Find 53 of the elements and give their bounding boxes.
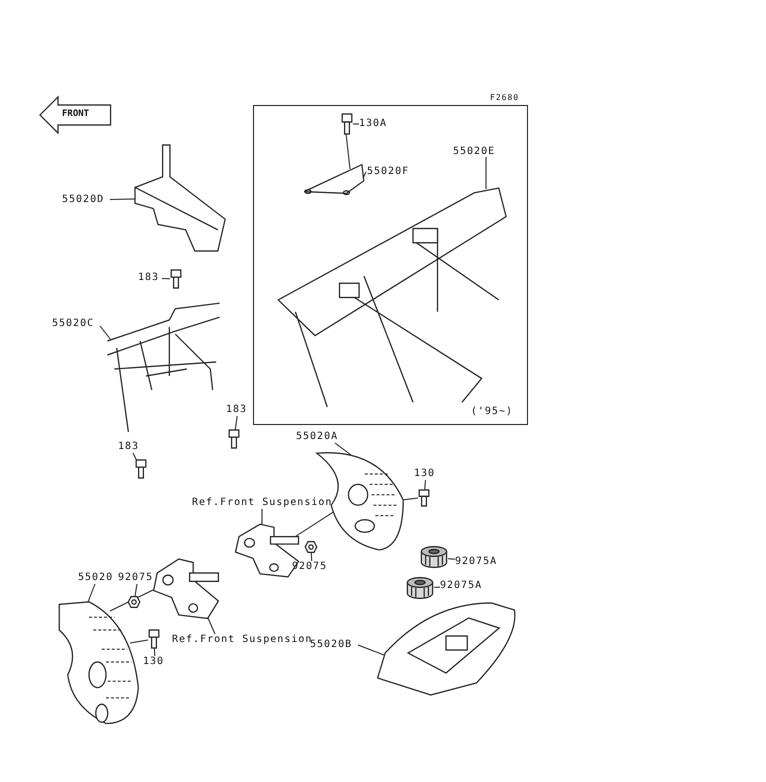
leader-line (208, 618, 216, 634)
leader-line (424, 480, 426, 490)
part-number: 130 (414, 468, 438, 480)
nut-drawing (305, 541, 317, 553)
bolt-drawing (170, 270, 182, 288)
part-number: 55020E (453, 146, 501, 158)
wire-bracket-drawing (303, 161, 365, 197)
part-number: 183 (118, 441, 142, 453)
reference-note: Ref.Front Suspension (192, 497, 352, 509)
cover-plate-drawing (135, 145, 227, 251)
part-number: 130 (143, 656, 167, 668)
part-number: 92075A (455, 556, 503, 568)
leader-line (358, 644, 384, 656)
part-number: 183 (226, 404, 250, 416)
leader-line (162, 278, 170, 280)
bolt-drawing (228, 430, 240, 448)
leader-line (234, 416, 238, 430)
leader-line (154, 648, 156, 656)
assembly-line (130, 640, 148, 644)
leader-line (334, 442, 352, 456)
nut-drawing (128, 596, 140, 608)
assembly-line (110, 590, 154, 612)
part-number: 55020B (310, 639, 358, 651)
leader-line (448, 558, 456, 560)
part-number: 92075A (440, 580, 488, 592)
part-number: 55020 (78, 572, 118, 584)
figure-code: F2680 (490, 92, 520, 104)
model-year-note: ('95~) (470, 406, 513, 418)
bolt-drawing (148, 630, 160, 648)
leader-line (310, 552, 312, 562)
leader-line (362, 172, 366, 178)
bushing-drawing (406, 577, 434, 599)
bushing-drawing (420, 546, 448, 568)
bolt-drawing (135, 460, 147, 478)
inset-frame (253, 105, 528, 425)
front-arrow: FRONT (40, 95, 112, 135)
bolt-drawing (341, 114, 353, 134)
bolt-drawing (418, 490, 430, 506)
part-number: 92075 (118, 572, 158, 584)
leader-line (88, 584, 96, 602)
assembly-line (402, 498, 418, 500)
leader-line (132, 452, 137, 460)
part-number: 55020C (52, 318, 100, 330)
assembly-line (346, 132, 350, 170)
part-number: 183 (138, 272, 162, 284)
part-number: 55020A (296, 431, 344, 443)
leader-line (434, 586, 440, 588)
leader-line (100, 326, 112, 340)
leader-line (134, 584, 138, 596)
part-number: 130A (359, 118, 393, 130)
part-number: 55020D (62, 194, 110, 206)
part-number: 55020F (367, 166, 415, 178)
leader-line (110, 198, 136, 200)
